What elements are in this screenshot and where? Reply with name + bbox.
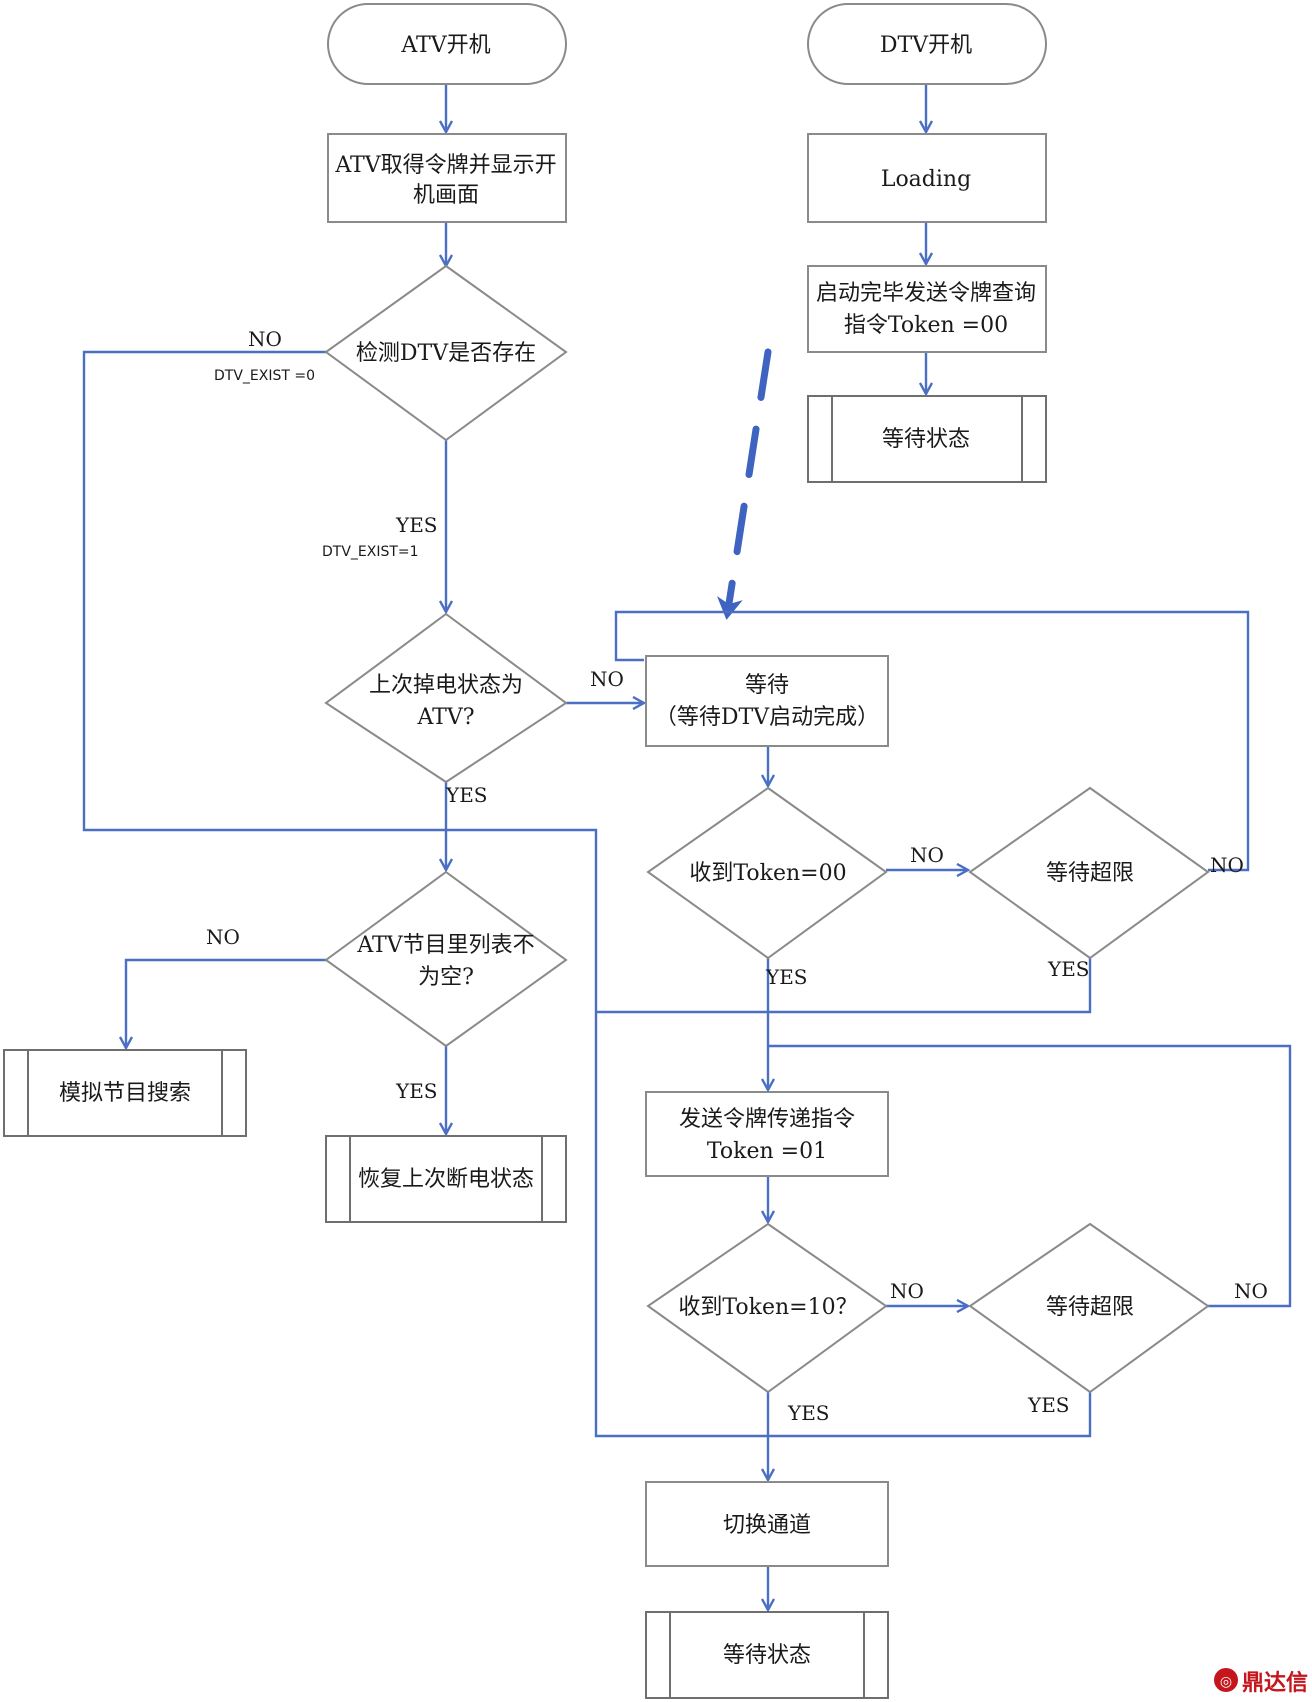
arrow-atvlist-no [126,958,328,1048]
label-check-yes: YES [395,513,438,537]
watermark-text: 鼎达信 [1242,1670,1308,1696]
switch-channel-text: 切换通道 [723,1513,811,1538]
restore-state-text: 恢复上次断电状态 [358,1167,534,1192]
dtv-wait-state-node: 等待状态 [807,395,1047,483]
analog-search-text: 模拟节目搜索 [59,1081,191,1106]
restore-state-node: 恢复上次断电状态 [325,1135,567,1223]
connectors [82,84,1292,1610]
timeout1-text: 等待超限 [1046,861,1134,886]
last-power-text-2: ATV? [416,705,474,730]
atv-start-text: ATV开机 [400,33,490,58]
recv-token10-decision: 收到Token=10？ [646,1222,888,1394]
line-timeout2-yes [768,1392,1092,1438]
switch-channel-node: 切换通道 [645,1481,889,1567]
wait-dtv-node: 等待 （等待DTV启动完成） [645,655,889,747]
wait-text-2: （等待DTV启动完成） [655,705,879,730]
timeout2-decision: 等待超限 [968,1222,1210,1394]
atv-get-token-text-1: ATV取得令牌并显示开 [334,153,556,178]
final-wait-text: 等待状态 [723,1643,811,1668]
label-timeout1-yes: YES [1047,957,1090,981]
label-atvlist-no: NO [206,925,240,949]
label-token00-yes: YES [765,965,808,989]
atv-list-decision: ATV节目里列表不 为空? [324,870,568,1048]
recv-token00-decision: 收到Token=00 [646,786,888,960]
atv-list-text-1: ATV节目里列表不 [356,933,534,958]
send-transfer-text-2: Token =01 [707,1139,827,1164]
label-atvlist-yes: YES [395,1079,438,1103]
atv-get-token-node: ATV取得令牌并显示开 机画面 [327,133,567,223]
dtv-loading-node: Loading [807,133,1047,223]
label-check-no: NO [248,327,282,351]
dtv-send-query-text-1: 启动完毕发送令牌查询 [816,281,1036,306]
label-timeout2-no: NO [1234,1279,1268,1303]
label-token10-no: NO [890,1279,924,1303]
send-transfer-text-1: 发送令牌传递指令 [679,1107,855,1132]
recv-token10-text: 收到Token=10？ [678,1295,857,1320]
send-transfer-node: 发送令牌传递指令 Token =01 [645,1091,889,1177]
label-timeout2-yes: YES [1027,1393,1070,1417]
label-check-no-sub: DTV_EXIST =0 [214,368,315,384]
check-dtv-text: 检测DTV是否存在 [356,341,536,366]
svg-text:◎: ◎ [1220,1674,1232,1690]
atv-get-token-text-2: 机画面 [413,183,479,208]
last-power-decision: 上次掉电状态为 ATV? [324,612,568,784]
dtv-send-query-text-2: 指令Token =00 [844,313,1008,338]
atv-start-node: ATV开机 [327,3,567,85]
timeout2-text: 等待超限 [1046,1295,1134,1320]
label-token10-yes: YES [787,1401,830,1425]
loop-timeout1-no [614,610,1250,872]
dtv-wait-state-text: 等待状态 [882,427,970,452]
timeout1-decision: 等待超限 [968,786,1210,960]
watermark: ◎ 鼎达信 [1214,1668,1308,1696]
loop-check-no [82,350,768,1438]
label-lastpower-yes: YES [445,783,488,807]
label-token00-no: NO [910,843,944,867]
last-power-text-1: 上次掉电状态为 [369,673,523,698]
loop-timeout2-no [768,1044,1292,1308]
dtv-start-text: DTV开机 [880,33,972,58]
dashed-arrow-dtv-to-wait [716,348,772,620]
watermark-logo-icon [1214,1668,1238,1692]
dtv-loading-text: Loading [881,167,971,192]
edge-labels: NO DTV_EXIST =0 YES DTV_EXIST=1 NO YES N… [206,327,1268,1425]
check-dtv-decision: 检测DTV是否存在 [324,264,568,442]
label-lastpower-no: NO [590,667,624,691]
dtv-send-query-node: 启动完毕发送令牌查询 指令Token =00 [807,265,1047,353]
analog-search-node: 模拟节目搜索 [3,1049,247,1137]
label-check-yes-sub: DTV_EXIST=1 [322,544,419,560]
dtv-start-node: DTV开机 [807,3,1047,85]
label-timeout1-no: NO [1210,853,1244,877]
line-timeout1-yes [596,958,1092,1014]
final-wait-node: 等待状态 [645,1611,889,1699]
wait-text-1: 等待 [745,673,789,698]
recv-token00-text: 收到Token=00 [689,861,846,886]
atv-list-text-2: 为空? [418,965,474,990]
